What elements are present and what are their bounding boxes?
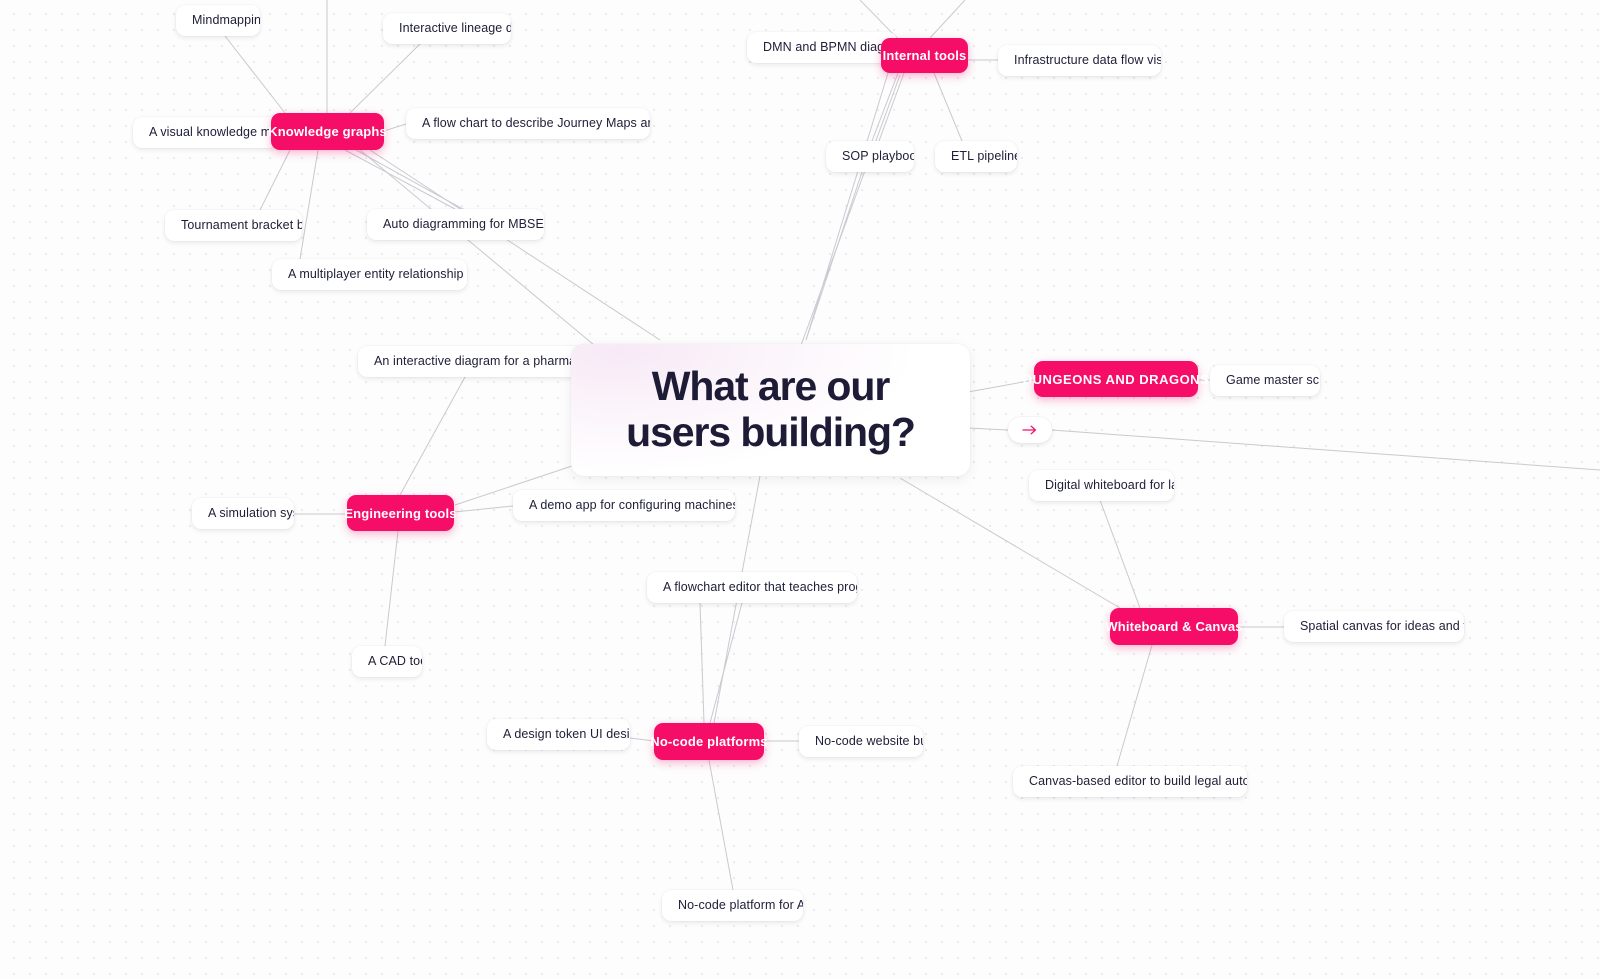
idea-card[interactable]: A flow chart to describe Journey Maps an… — [406, 108, 650, 139]
category-node-internal-tools[interactable]: Internal tools — [881, 38, 968, 73]
category-node-no-code-platforms[interactable]: No-code platforms — [650, 723, 768, 760]
idea-card[interactable]: Interactive lineage diagram — [383, 13, 511, 44]
expand-arrow-button[interactable] — [1008, 417, 1052, 443]
idea-card[interactable]: Mindmapping — [176, 5, 260, 36]
category-node-dungeons-and-dragons[interactable]: DUNGEONS AND DRAGONS — [1023, 361, 1209, 397]
idea-card[interactable]: Digital whiteboard for lawyers — [1029, 470, 1174, 501]
idea-card[interactable]: A CAD tool — [352, 646, 422, 677]
arrow-right-icon — [1022, 424, 1038, 436]
idea-card[interactable]: A visual knowledge management — [133, 117, 278, 148]
idea-card[interactable]: DMN and BPMN diagram editor — [747, 32, 897, 63]
idea-card[interactable]: SOP playbooks — [826, 141, 914, 172]
idea-card[interactable]: A flowchart editor that teaches programm… — [647, 572, 857, 603]
idea-card[interactable]: No-code website builder — [799, 726, 923, 757]
category-node-whiteboard-canvas[interactable]: Whiteboard & Canvas — [1105, 608, 1242, 645]
category-node-knowledge-graphs[interactable]: Knowledge graphs — [268, 113, 387, 150]
idea-card[interactable]: Auto diagramming for MBSE models — [367, 209, 544, 240]
idea-card[interactable]: No-code platform for Arduino — [662, 890, 803, 921]
idea-card[interactable]: An interactive diagram for a pharmaceuti… — [358, 346, 595, 377]
idea-card[interactable]: Game master screen — [1210, 365, 1320, 396]
idea-card[interactable]: Spatial canvas for ideas and thoughts — [1284, 611, 1464, 642]
idea-card[interactable]: A simulation system — [192, 498, 294, 529]
idea-card[interactable]: Tournament bracket builder — [165, 210, 302, 241]
idea-card[interactable]: A multiplayer entity relationship diagra… — [272, 259, 467, 290]
page-title: What are our users building? — [626, 363, 916, 455]
idea-card[interactable]: A design token UI design tool — [487, 719, 630, 750]
idea-card[interactable]: ETL pipelines — [935, 141, 1017, 172]
center-node[interactable]: What are our users building? — [571, 344, 970, 476]
category-node-engineering-tools[interactable]: Engineering tools — [344, 495, 457, 531]
idea-card[interactable]: Canvas-based editor to build legal autom… — [1013, 766, 1247, 797]
idea-card[interactable]: Infrastructure data flow visualizer — [998, 45, 1161, 76]
idea-card[interactable]: A demo app for configuring machines in a… — [513, 490, 735, 521]
